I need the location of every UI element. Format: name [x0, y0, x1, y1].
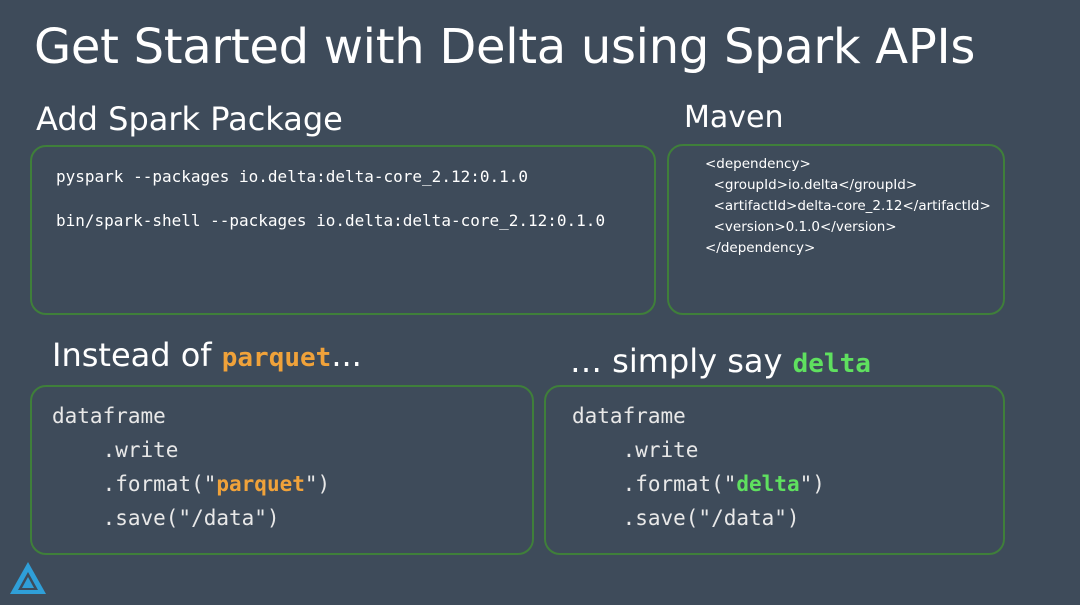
code-line-format: .format("delta"): [572, 472, 825, 496]
parquet-heading-prefix: Instead of: [52, 336, 222, 374]
delta-format-keyword: delta: [736, 472, 800, 496]
delta-logo-icon: [10, 562, 46, 594]
slide-title: Get Started with Delta using Spark APIs: [34, 19, 976, 75]
format-prefix: .format(": [52, 472, 217, 496]
format-prefix: .format(": [572, 472, 737, 496]
maven-heading: Maven: [684, 100, 784, 135]
code-line: dataframe: [52, 404, 166, 428]
maven-box: <dependency> <groupId>io.delta</groupId>…: [667, 144, 1005, 315]
code-line: .write: [52, 438, 179, 462]
format-suffix: "): [304, 472, 331, 496]
parquet-heading-suffix: ...: [331, 336, 362, 374]
delta-heading-keyword: delta: [792, 349, 871, 379]
code-line: .save("/data"): [52, 506, 280, 530]
maven-line: <dependency>: [705, 156, 811, 172]
maven-line: </dependency>: [705, 240, 816, 256]
maven-line: <version>0.1.0</version>: [705, 219, 897, 235]
parquet-code-box: dataframe .write .format("parquet") .sav…: [30, 385, 534, 555]
delta-heading-prefix: … simply say: [570, 342, 793, 380]
maven-line: <groupId>io.delta</groupId>: [705, 177, 918, 193]
spark-shell-command: bin/spark-shell --packages io.delta:delt…: [56, 211, 606, 230]
parquet-heading: Instead of parquet...: [52, 336, 362, 374]
delta-heading: … simply say delta: [570, 342, 871, 380]
code-line: dataframe: [572, 404, 686, 428]
maven-dependency-code: <dependency> <groupId>io.delta</groupId>…: [705, 154, 991, 259]
delta-code: dataframe .write .format("delta") .save(…: [572, 399, 825, 535]
code-line: .write: [572, 438, 699, 462]
maven-line: <artifactId>delta-core_2.12</artifactId>: [705, 198, 991, 214]
format-suffix: "): [799, 472, 825, 496]
pyspark-command: pyspark --packages io.delta:delta-core_2…: [56, 167, 529, 186]
parquet-format-keyword: parquet: [216, 472, 305, 496]
parquet-heading-keyword: parquet: [221, 343, 332, 373]
spark-package-box: pyspark --packages io.delta:delta-core_2…: [30, 145, 656, 315]
delta-code-box: dataframe .write .format("delta") .save(…: [544, 385, 1005, 555]
code-line: .save("/data"): [572, 506, 800, 530]
parquet-code: dataframe .write .format("parquet") .sav…: [52, 399, 330, 535]
code-line-format: .format("parquet"): [52, 472, 331, 496]
spark-package-heading: Add Spark Package: [36, 100, 343, 138]
